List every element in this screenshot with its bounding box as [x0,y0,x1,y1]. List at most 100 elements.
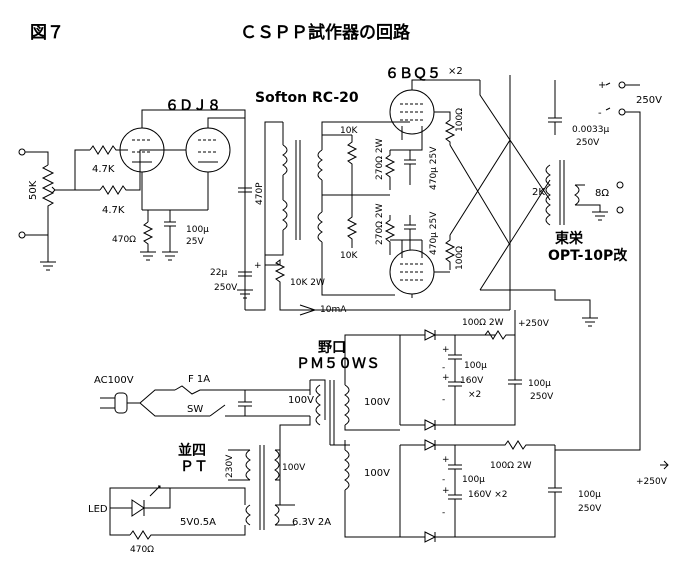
volume-pot [41,164,55,218]
heater-transformer-brand: 並四 [178,442,206,459]
snubber-capacitor-value: 0.0033μ [572,125,609,135]
minus-sign: - [598,108,602,119]
ps-capacitor-3-value: 100μ [462,475,485,485]
b-plus-terminal [618,81,626,116]
cathode-resistor-bottom [384,215,396,255]
ps-resistor-1 [475,330,515,340]
led-label: LED [88,504,108,515]
snubber-capacitor-voltage: 250V [576,138,600,148]
input-jack-top [18,148,49,165]
grid-resistor-1-label: 4.7K [92,164,115,175]
plus-sign: + [598,80,606,91]
ps-capacitor-1 [448,335,462,425]
output-tube-label: ６ＢＱ５ [385,66,441,82]
output-transformer-brand: 東栄 [555,230,584,247]
current-label: 10mA [320,305,347,315]
minus-sign: - [442,475,445,485]
cathode-capacitor-value: 100μ [186,225,209,235]
output-transformer [545,160,601,226]
diagram-title: ＣＳＰＰ試作器の回路 [240,22,411,43]
fuse-label: F 1A [188,374,210,385]
fuse [174,385,225,395]
led-resistor [129,525,246,540]
cathode-resistor-top-label: 270Ω 2W [375,138,385,180]
output-tube-count: ×2 [448,66,463,77]
b-plus-output-1: +250V [518,319,550,329]
grid-resistor-2 [99,149,186,195]
cathode-resistor-top [384,150,396,190]
plus-sign: + [442,486,450,496]
minus-sign: - [442,395,445,405]
cathode-capacitor [162,210,178,261]
cathode-capacitor-voltage: 25V [186,237,204,247]
interstage-transformer-label: Softon RC-20 [255,90,359,106]
cathode-resistor-label: 470Ω [112,235,136,245]
minus-sign: - [442,363,445,373]
ps-capacitor-1-value: 100μ [464,361,487,371]
ps-capacitor-4-value: 100μ [578,490,601,500]
heater-63v-winding: 6.3V 2A [292,517,331,528]
rectifier-bridge-top [399,329,495,431]
input-jack-bottom [18,218,49,239]
figure-label: 図７ [30,23,64,43]
rectifier-bridge-bottom [399,439,495,543]
output-transformer-secondary-impedance: 8Ω [595,188,609,199]
b-secondary-winding [330,440,400,538]
ps-capacitor-4-voltage: 250V [578,504,602,514]
ps-resistor-2-label: 100Ω 2W [490,461,532,471]
speaker-terminal-bottom [616,206,624,214]
interstage-transformer [265,121,410,296]
volume-label: 50K [28,180,39,200]
cathode-resistor-bottom-label: 270Ω 2W [375,203,385,245]
snubber-capacitor [548,80,562,135]
coupling-capacitor [238,178,252,210]
grid-resistor-1 [89,145,128,155]
filter-capacitor [238,265,252,290]
dropping-resistor-label: 10K 2W [290,278,325,288]
screen-resistor-top [444,115,456,145]
power-transformer [315,334,400,431]
bias-resistor-bottom-label: 10K [340,251,358,261]
coupling-capacitor-label: 470P [255,182,265,205]
power-transformer-model: ＰＭ５０ＷＳ [296,356,380,372]
ps-capacitor-3-voltage: 160V ×2 [468,490,507,500]
input-tube-2 [185,117,245,210]
screen-resistor-top-label: 100Ω [455,108,465,132]
ps-resistor-2 [495,440,555,450]
output-tube-bottom [389,240,435,298]
ps-capacitor-1-voltage: 160V [460,376,484,386]
plus-sign: + [254,261,262,271]
cathode-resistor [142,221,154,252]
grid-resistor-2-label: 4.7K [102,205,125,216]
output-transformer-primary-impedance: 2K [532,187,545,198]
heater-transformer-model: ＰＴ [180,459,208,475]
bias-resistor-bottom [346,210,358,248]
cathode-capacitor-bottom [404,215,416,250]
plus-sign: + [442,345,450,355]
input-tube-label: ６ＤＪ８ [165,98,221,114]
power-switch [209,404,310,417]
volume-wiper [51,186,60,194]
input-ground [40,235,56,271]
speaker-terminal-top [616,181,624,189]
filter-capacitor-voltage: 250V [214,283,238,293]
power-transformer-secondary-voltage: 100V [364,397,390,408]
filter-capacitor-value: 22μ [210,268,227,278]
cathode-capacitor-top [404,150,416,185]
b-secondary-voltage: 100V [364,468,390,479]
heater-secondary-voltage: 100V [282,463,306,473]
ps-capacitor-2-value: 100μ [528,379,551,389]
minus-sign: - [442,508,445,518]
led [109,487,246,517]
plus-sign: + [442,455,450,465]
plus-sign: + [442,373,450,383]
ps-capacitor-2-voltage: 250V [530,392,554,402]
ps-capacitor-1-count: ×2 [468,390,481,400]
ac-plug [100,389,210,417]
bias-resistor-top [346,135,358,175]
ps-capacitor-3 [448,445,462,537]
switch-label: SW [187,404,203,415]
led-glow-arrow [149,485,161,497]
screen-resistor-bottom-label: 100Ω [455,246,465,270]
